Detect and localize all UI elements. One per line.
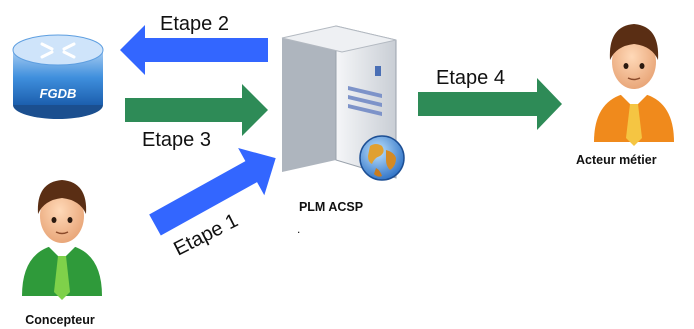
step4-arrow: [418, 78, 562, 130]
server-dot: .: [297, 222, 300, 236]
globe-icon: [359, 135, 405, 181]
router-label: FGDB: [40, 86, 77, 101]
step2-label: Etape 2: [160, 13, 229, 35]
step4-label: Etape 4: [436, 67, 505, 89]
step1-arrow: [149, 148, 276, 236]
step3-label: Etape 3: [142, 129, 211, 151]
step3-arrow: [125, 84, 268, 136]
designer-label: Concepteur: [25, 313, 95, 327]
router-icon: FGDB: [12, 34, 104, 119]
person-green-icon: [22, 180, 102, 300]
step2-arrow: [120, 25, 268, 75]
business-label: Acteur métier: [576, 153, 657, 167]
server-label: PLM ACSP: [299, 200, 363, 214]
person-orange-icon: [594, 24, 674, 146]
